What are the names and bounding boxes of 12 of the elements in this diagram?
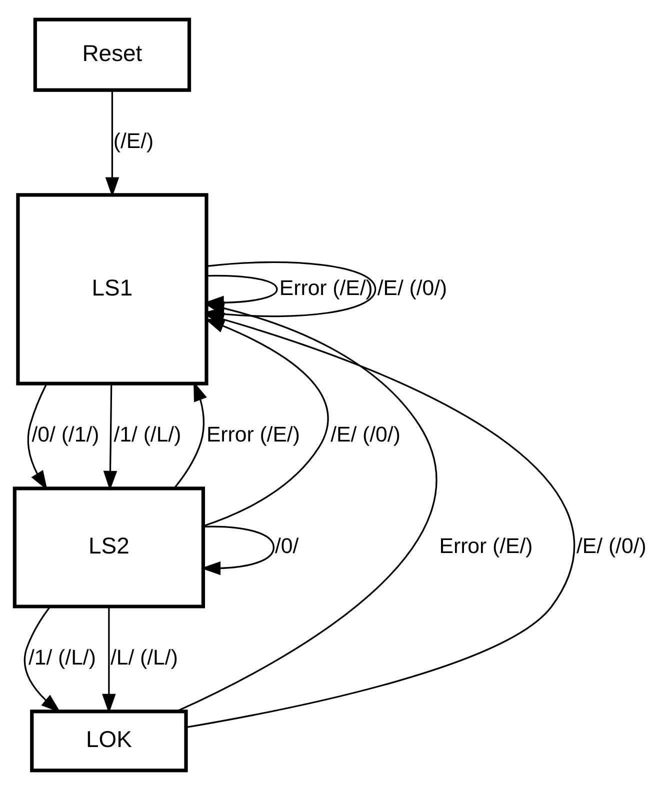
edge-label: /1/ (/L/) bbox=[114, 422, 182, 446]
edge-label: /1/ (/L/) bbox=[28, 645, 96, 670]
edge-label: Error (/E/) bbox=[439, 534, 533, 558]
edge-label: /0/ bbox=[274, 534, 299, 558]
edge-label: /E/ (/0/) bbox=[576, 534, 646, 558]
edge-label: Error (/E/) bbox=[206, 422, 300, 446]
edge-label: /L/ (/L/) bbox=[110, 645, 178, 670]
edge-label: Error (/E/) bbox=[279, 275, 373, 300]
edge-label: /E/ (/0/) bbox=[377, 275, 448, 300]
edge-label: /0/ (/1/) bbox=[32, 422, 100, 446]
edge-label: (/E/) bbox=[113, 128, 154, 153]
edge-label: /E/ (/0/) bbox=[330, 422, 400, 446]
